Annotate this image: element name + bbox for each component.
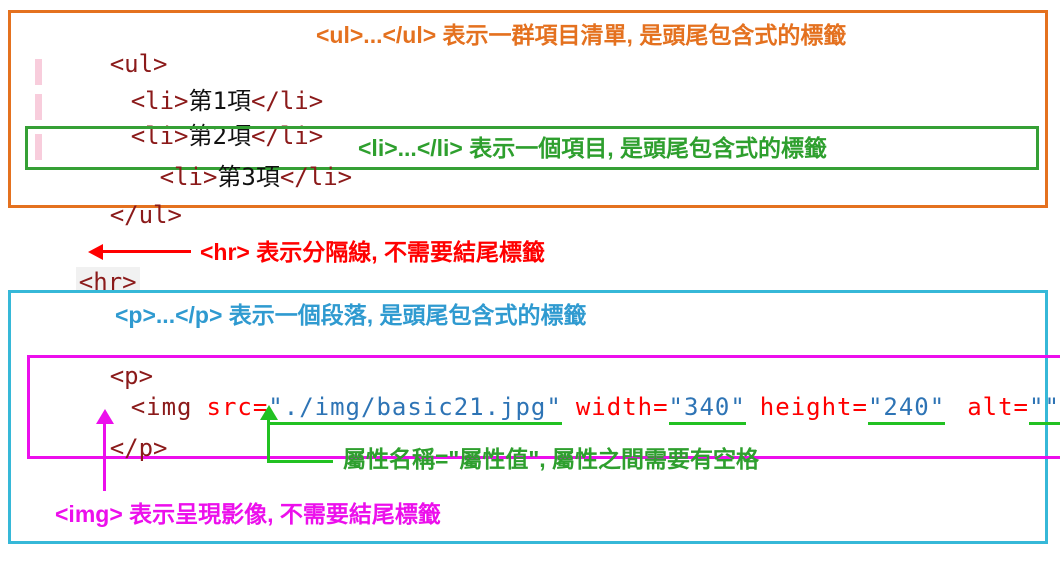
p-open-tag: <p> (23, 331, 153, 421)
li-close-tag: </li> (250, 87, 324, 115)
green-up-arrow-icon (260, 405, 278, 420)
li-text: 第1項 (188, 87, 251, 115)
arrow-shaft (101, 250, 191, 253)
attr-value: "./img/basic21.jpg" (268, 393, 562, 425)
ul-code-box: <ul> <ul>...</ul> 表示一群項目清單, 是頭尾包含式的標籤 <l… (8, 10, 1048, 229)
li-annotation: <li>...</li> 表示一個項目, 是頭尾包含式的標籤 (358, 135, 828, 161)
code-text: </ul> (109, 201, 182, 229)
attr-value: "" (1029, 393, 1060, 425)
attr-name: alt= (967, 393, 1029, 421)
green-arrow-elbow (267, 460, 333, 463)
li-text: 第3項 (217, 163, 280, 191)
p-code-box: <p>...</p> 表示一個段落, 是頭尾包含式的標籤 <p> <img src… (8, 290, 1060, 544)
li-open-tag: <li> (130, 87, 189, 115)
li-line-3: <li>第3項</li> (44, 132, 353, 222)
change-mark (35, 94, 42, 120)
attr-annotation: 屬性名稱="屬性值", 屬性之間需要有空格 (343, 446, 760, 472)
img-attr-height: height="240" (759, 393, 946, 425)
green-arrow-shaft (267, 419, 270, 463)
left-arrow-icon (88, 244, 103, 260)
img-tag-open: <img (130, 393, 193, 421)
attr-name: height= (759, 393, 868, 421)
img-attr-width: width="340" (575, 393, 746, 425)
attr-value: "340" (668, 393, 746, 425)
img-annotation: <img> 表示呈現影像, 不需要結尾標籤 (55, 501, 441, 527)
img-attr-alt: alt="" (967, 393, 1060, 425)
img-highlight-box: <img src="./img/basic21.jpg" width="340" he… (27, 355, 1060, 459)
code-text: </p> (109, 434, 168, 462)
attr-name: src= (206, 393, 269, 421)
attr-value: "240" (867, 393, 946, 425)
change-mark (35, 59, 42, 85)
attr-name: width= (575, 393, 669, 421)
img-attr-src: src="./img/basic21.jpg" (206, 393, 562, 425)
li-open-tag: <li> (159, 163, 218, 191)
ul-open-tag: <ul> (23, 19, 168, 109)
change-mark (35, 134, 42, 160)
code-text: <ul> (109, 50, 168, 78)
code-text: <p> (109, 362, 154, 390)
magenta-arrow-shaft (103, 423, 106, 491)
hr-annotation: <hr> 表示分隔線, 不需要結尾標籤 (200, 239, 546, 265)
li-close-tag: </li> (279, 163, 353, 191)
li-line-1: <li>第1項</li> (44, 56, 324, 146)
ul-close-tag: </ul> (23, 170, 182, 260)
li-highlight-box: <li>第3項</li> <li>...</li> 表示一個項目, 是頭尾包含式… (25, 126, 1039, 191)
p-annotation: <p>...</p> 表示一個段落, 是頭尾包含式的標籤 (115, 302, 587, 328)
ul-annotation: <ul>...</ul> 表示一群項目清單, 是頭尾包含式的標籤 (316, 22, 847, 48)
magenta-up-arrow-icon (96, 409, 114, 424)
p-close-tag: </p> (23, 403, 168, 493)
